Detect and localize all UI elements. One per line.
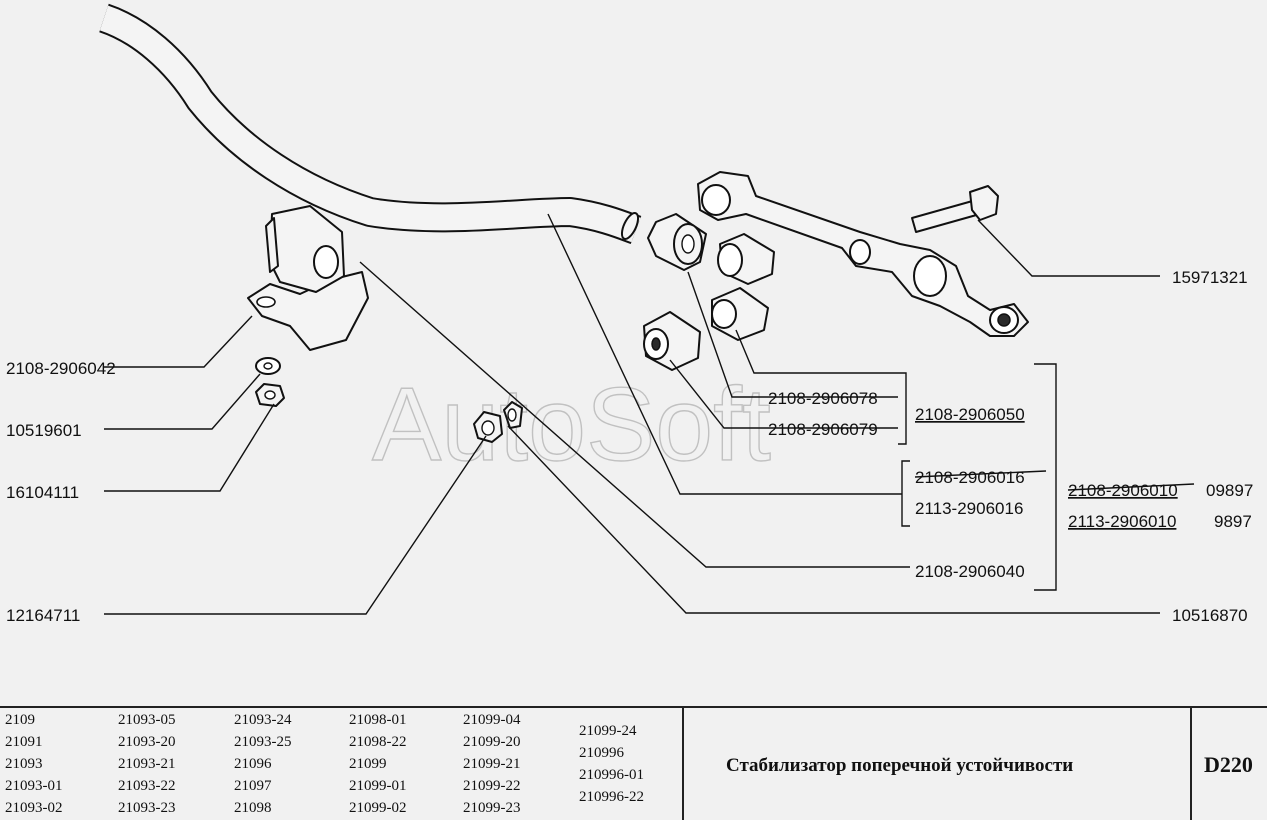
label-2108-2906042: 2108-2906042: [6, 359, 116, 378]
model-code: 2109: [5, 712, 35, 728]
label-2108-2906078: 2108-2906078: [768, 389, 878, 408]
arm-bushing-lower: [711, 287, 769, 341]
bar-nut: [473, 401, 523, 443]
bar-bushing: [647, 213, 707, 271]
label-2108-2906016: 2108-2906016: [915, 468, 1025, 487]
model-code: 21093-01: [5, 778, 63, 794]
label-2113-2906010: 2113-2906010: [1068, 512, 1176, 531]
model-code: 21093-02: [5, 800, 63, 816]
label-2108-2906040: 2108-2906040: [915, 562, 1025, 581]
bolt: [911, 185, 999, 233]
model-code: 21099-23: [463, 800, 521, 816]
title-block: 2109 21091 21093 21093-01 21093-02 21093…: [0, 706, 1267, 820]
diagram-code: D220: [1204, 752, 1253, 777]
strike-2108-2906016: [914, 470, 1047, 478]
model-code: 21093-20: [118, 734, 176, 750]
model-code: 210996: [579, 745, 624, 761]
leader-lines: [104, 213, 1160, 615]
model-code: 21098-22: [349, 734, 407, 750]
link-bushing: [643, 311, 701, 371]
bracket-with-cushion: [247, 205, 369, 351]
label-9897: 9897: [1214, 512, 1252, 531]
nut: [255, 383, 285, 407]
model-code: 21093-24: [234, 712, 292, 728]
model-code: 21091: [5, 734, 43, 750]
model-code: 21093-25: [234, 734, 292, 750]
label-2108-2906010: 2108-2906010: [1068, 481, 1178, 500]
arm-bushing-upper: [717, 233, 775, 285]
label-12164711: 12164711: [6, 606, 80, 625]
model-column-1: 2109 21091 21093 21093-01 21093-02: [5, 709, 63, 819]
label-10519601: 10519601: [6, 421, 82, 440]
model-column-6: 21099-24 210996 210996-01 210996-22: [579, 720, 644, 808]
model-code: 210996-01: [579, 767, 644, 783]
model-code: 21099-04: [463, 712, 521, 728]
label-16104111: 16104111: [6, 483, 79, 502]
stabilizer-arm: [697, 171, 1029, 337]
model-code: 21099-22: [463, 778, 521, 794]
model-code: 21099-24: [579, 723, 637, 739]
model-code: 21099-21: [463, 756, 521, 772]
title-block-divider: [1190, 708, 1192, 820]
label-09897: 09897: [1206, 481, 1253, 500]
strike-2108-2906010: [1067, 483, 1195, 491]
model-column-5: 21099-04 21099-20 21099-21 21099-22 2109…: [463, 709, 521, 819]
title-block-divider: [682, 708, 684, 820]
model-code: 21098: [234, 800, 272, 816]
model-code: 21093: [5, 756, 43, 772]
stabilizer-bar: [98, 3, 642, 245]
label-2113-2906016: 2113-2906016: [915, 499, 1023, 518]
watermark: AutoSoft: [372, 367, 771, 483]
label-2108-2906079: 2108-2906079: [768, 420, 878, 439]
model-code: 21093-05: [118, 712, 176, 728]
diagram-title: Стабилизатор поперечной устойчивости: [726, 755, 1074, 776]
model-code: 21097: [234, 778, 272, 794]
label-15971321: 15971321: [1172, 268, 1248, 287]
model-code: 21099-02: [349, 800, 407, 816]
model-code: 21093-23: [118, 800, 176, 816]
model-code: 21096: [234, 756, 272, 772]
model-code: 21093-21: [118, 756, 176, 772]
model-code: 21099-01: [349, 778, 407, 794]
model-column-2: 21093-05 21093-20 21093-21 21093-22 2109…: [118, 709, 176, 819]
model-column-4: 21098-01 21098-22 21099 21099-01 21099-0…: [349, 709, 407, 819]
model-code: 21099: [349, 756, 387, 772]
model-column-3: 21093-24 21093-25 21096 21097 21098: [234, 709, 292, 819]
label-10516870: 10516870: [1172, 606, 1248, 625]
model-code: 210996-22: [579, 789, 644, 805]
model-code: 21093-22: [118, 778, 176, 794]
model-code: 21098-01: [349, 712, 407, 728]
parts-diagram: AutoSoft: [6, 3, 1253, 625]
model-code: 21099-20: [463, 734, 521, 750]
label-2108-2906050: 2108-2906050: [915, 405, 1025, 424]
